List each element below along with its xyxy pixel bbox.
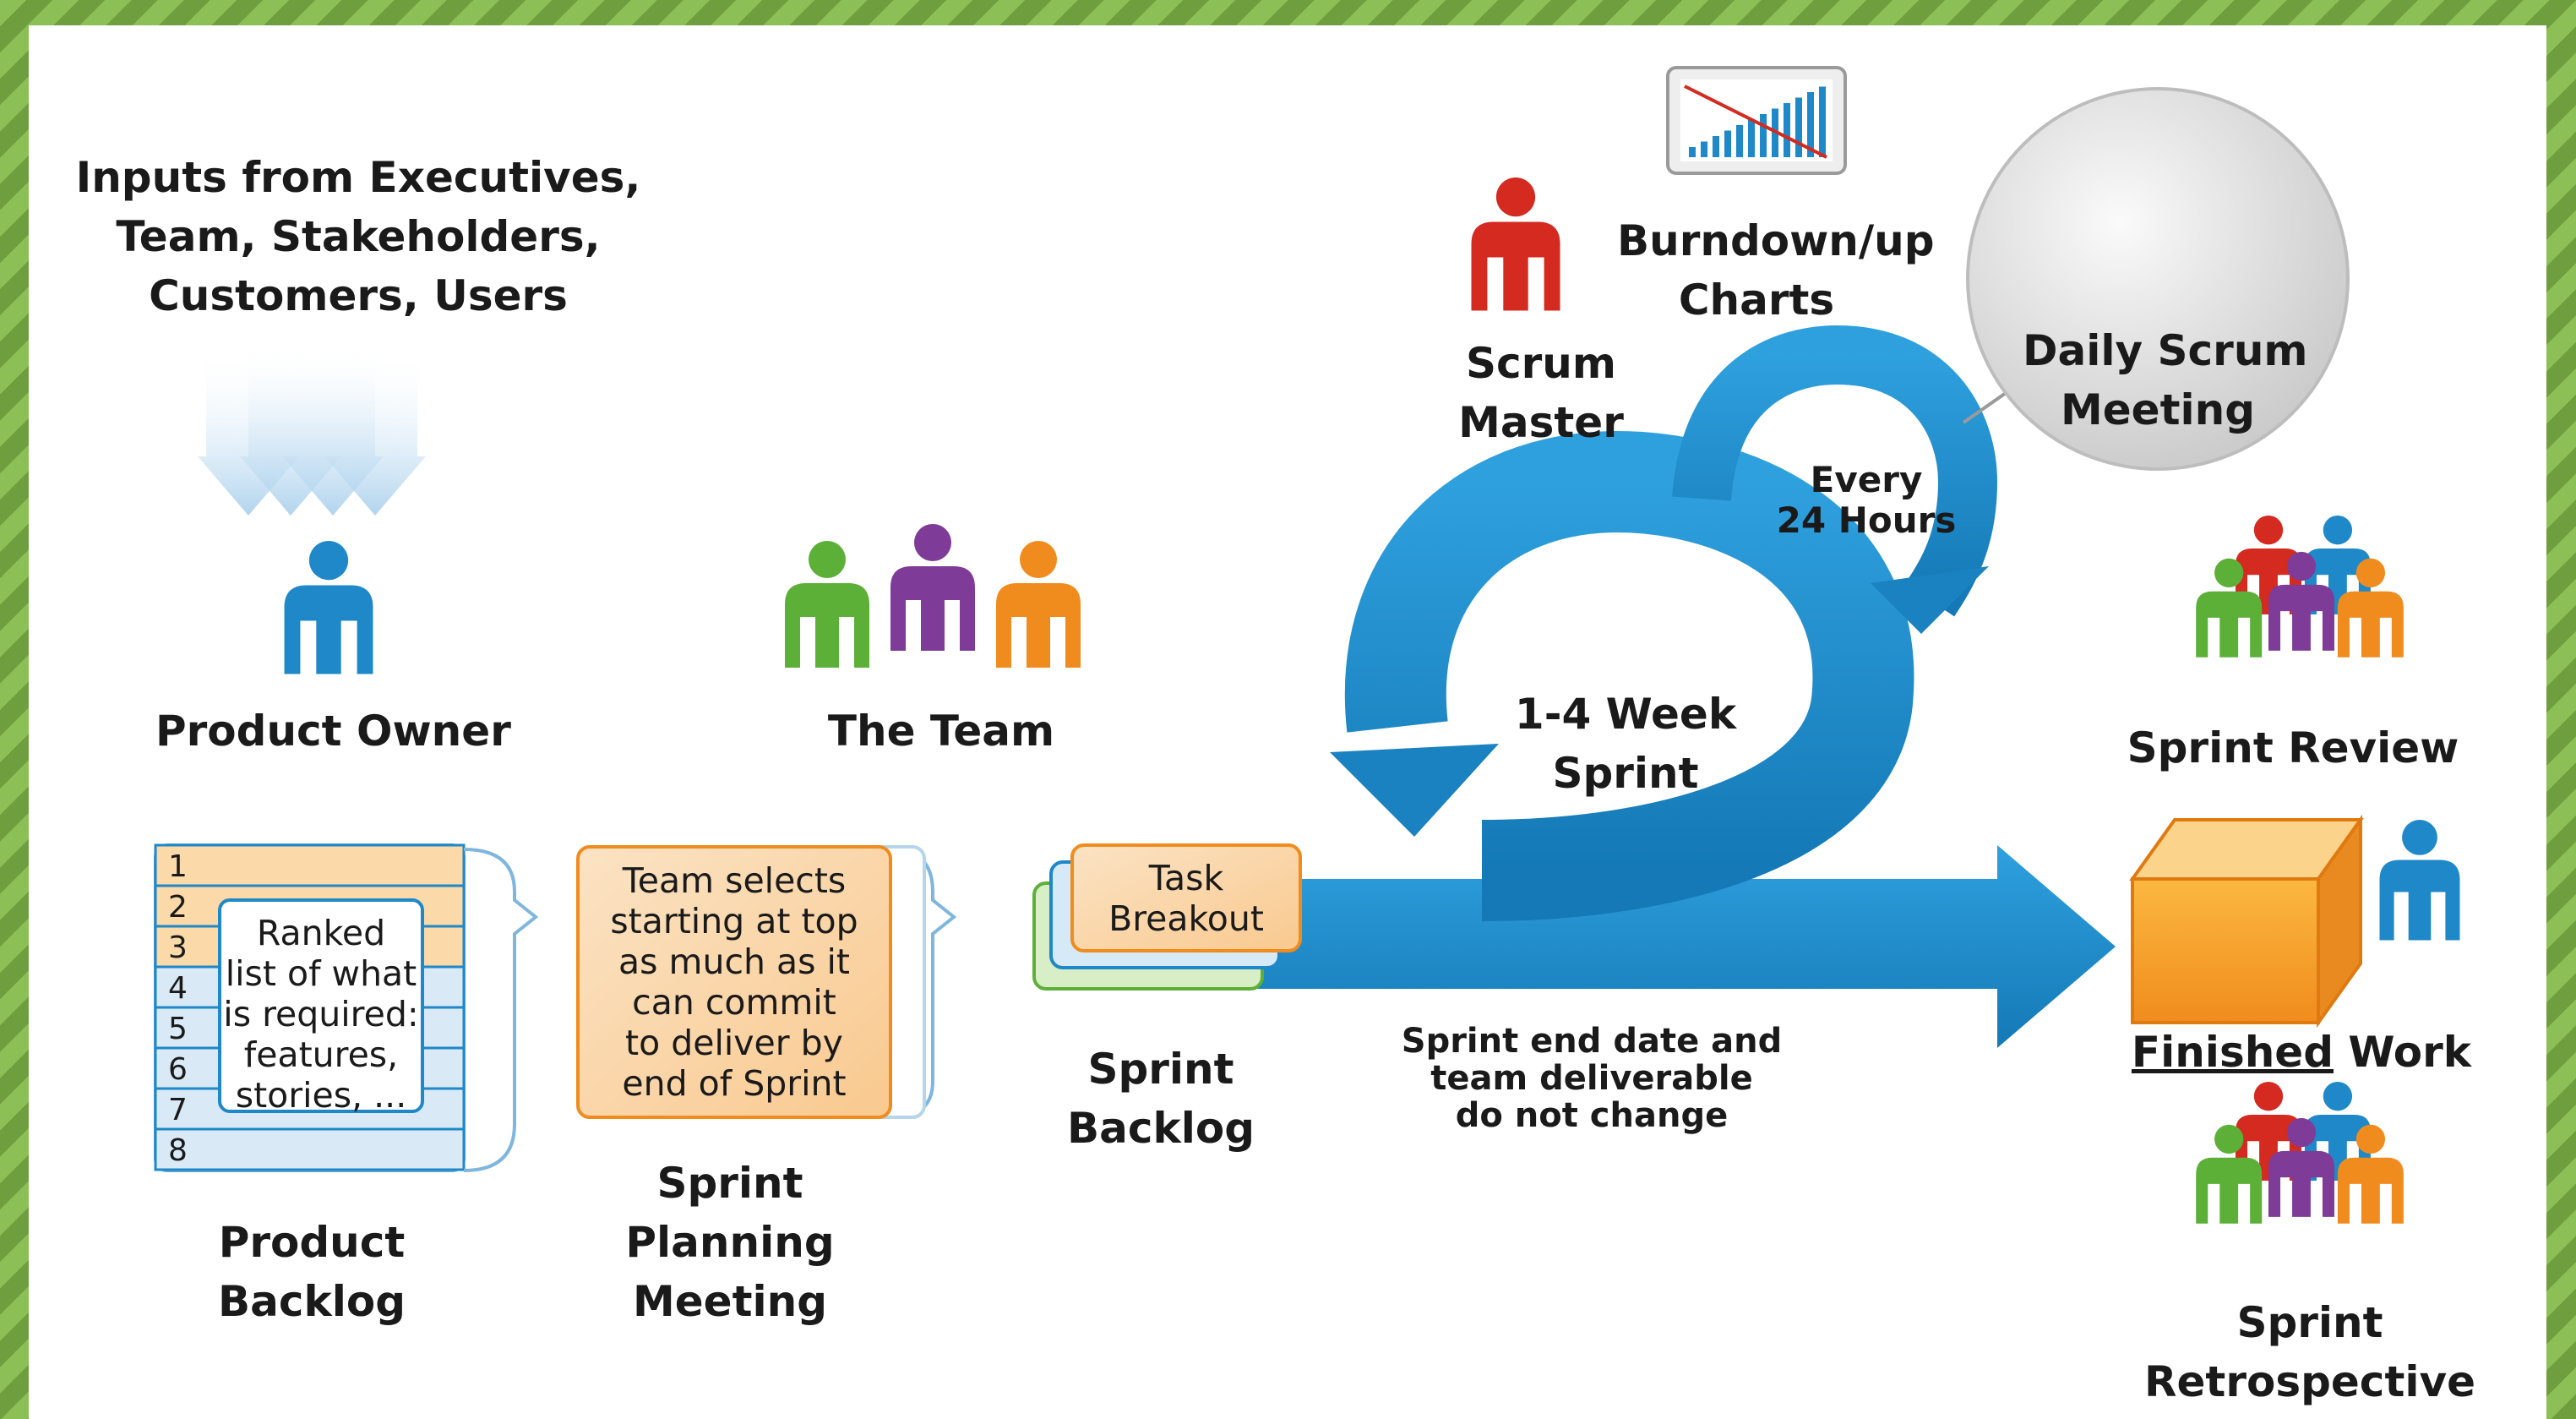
backlog-row	[154, 1127, 466, 1171]
the-team-label: The Team	[827, 707, 1055, 756]
finished-work-cube	[2129, 814, 2364, 1029]
burndown-bar	[1701, 141, 1707, 157]
scrum-process-diagram	[154, 66, 2460, 1224]
sprint-retro-green-person-icon	[2196, 1124, 2263, 1224]
burndown-bar	[1689, 147, 1696, 157]
burndown-bar	[1795, 97, 1802, 157]
burndown-bar	[1748, 119, 1755, 157]
team-green-person-icon	[785, 541, 869, 668]
finished-work-label: Finished Work	[2131, 1028, 2472, 1077]
sprint-retro-orange-person-icon	[2337, 1124, 2404, 1224]
sprint-planning-box-text: Team selects starting at top as much as …	[610, 860, 858, 1104]
backlog-rank-number: 4	[168, 971, 188, 1006]
burndown-bar	[1807, 92, 1814, 157]
sprint-review-green-person-icon	[2196, 558, 2263, 658]
sprint-retro-purple-person-icon	[2268, 1117, 2334, 1217]
sprint-backlog-boxes	[1032, 843, 1302, 991]
backlog-rank-number: 6	[168, 1052, 188, 1087]
inputs-label: Inputs from Executives,Team, Stakeholder…	[75, 153, 641, 320]
diagram-panel: Inputs from Executives,Team, Stakeholder…	[29, 25, 2546, 1419]
burndown-bar	[1784, 103, 1790, 157]
daily-scrum-circle	[1966, 87, 2350, 471]
sprint-review-red-person-icon	[2236, 516, 2301, 614]
sprint-planning-box	[576, 845, 957, 1119]
sprint-review-orange-person-icon	[2337, 558, 2404, 658]
backlog-rank-number: 7	[168, 1093, 188, 1127]
burndown-bar	[1760, 114, 1767, 157]
product-owner-person-icon	[284, 541, 373, 674]
backlog-rank-number: 3	[168, 931, 188, 965]
backlog-rank-number: 5	[168, 1012, 188, 1046]
sprint-retro-red-person-icon	[2236, 1082, 2301, 1181]
sprint-retro-blue-person-icon	[2304, 1082, 2371, 1181]
sprint-review-label: Sprint Review	[2127, 723, 2459, 772]
burndown-bar	[1819, 86, 1826, 157]
burndown-bar	[1724, 130, 1731, 157]
backlog-rank-number: 8	[168, 1133, 188, 1168]
team-orange-person-icon	[996, 541, 1081, 668]
scrum-master-person-icon	[1471, 177, 1560, 311]
input-arrows	[198, 347, 426, 516]
product-backlog-stack	[154, 843, 539, 1172]
backlog-rank-number: 1	[168, 849, 188, 884]
team-purple-person-icon	[890, 524, 975, 651]
burndown-chart-icon	[1666, 66, 1847, 175]
backlog-note: Ranked list of what is required: feature…	[223, 913, 419, 1116]
backlog-row	[154, 843, 466, 887]
sprint-arrow	[1254, 325, 2116, 1048]
finished-work-person-icon	[2379, 820, 2460, 941]
product-owner-label: Product Owner	[155, 707, 511, 756]
burndown-bar	[1713, 136, 1719, 157]
sprint-review-blue-person-icon	[2304, 516, 2371, 614]
sprint-review-purple-person-icon	[2268, 551, 2334, 651]
burndown-bar	[1736, 125, 1743, 157]
backlog-rank-number: 2	[168, 890, 188, 925]
